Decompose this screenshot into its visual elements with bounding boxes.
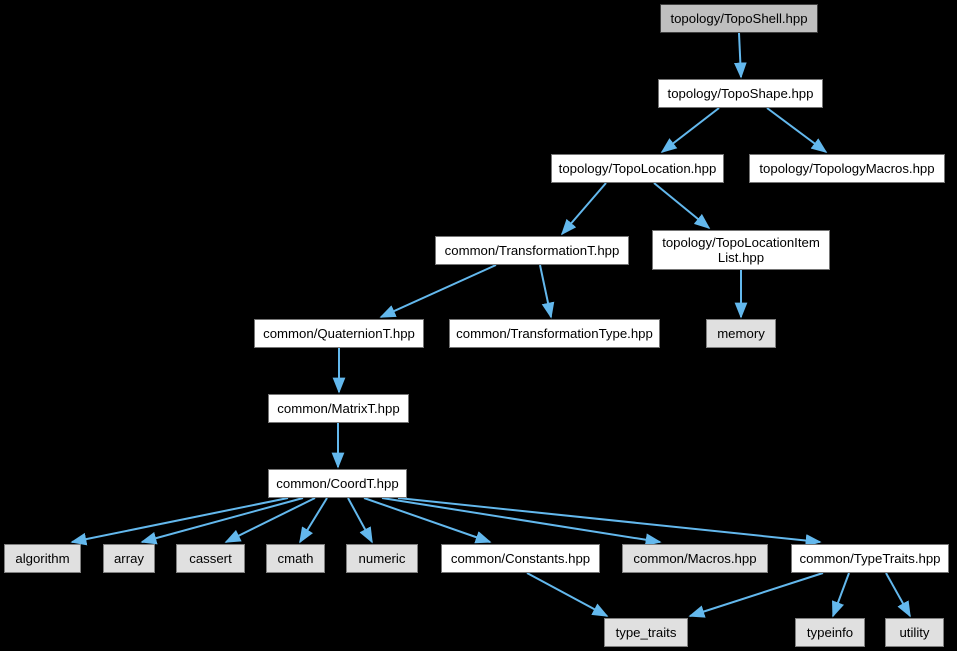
node-topolocitemlist[interactable]: topology/TopoLocationItem List.hpp: [652, 230, 830, 270]
node-label-cassert: cassert: [189, 551, 232, 566]
edge-coordt-to-typetraits_hpp: [397, 497, 822, 547]
edge-coordt-to-cmath: [299, 497, 328, 544]
edge-typetraits_hpp-to-typeinfo: [832, 572, 850, 618]
node-label-cmath: cmath: [277, 551, 314, 566]
node-label-quaterniont: common/QuaternionT.hpp: [263, 326, 415, 341]
edge-coordt-to-cassert: [224, 497, 316, 543]
node-toposhell[interactable]: topology/TopoShell.hpp: [660, 4, 818, 33]
node-coordt[interactable]: common/CoordT.hpp: [268, 469, 407, 498]
node-label-topolocitemlist: topology/TopoLocationItem List.hpp: [662, 235, 820, 265]
node-algorithm[interactable]: algorithm: [4, 544, 81, 573]
edge-typetraits_hpp-to-utility: [885, 572, 911, 618]
node-cmath[interactable]: cmath: [266, 544, 325, 573]
edge-toposhell-to-toposhape: [733, 32, 747, 79]
node-matrixt[interactable]: common/MatrixT.hpp: [268, 394, 409, 423]
node-label-typeinfo: typeinfo: [806, 625, 854, 640]
edge-coordt-to-numeric: [347, 497, 373, 544]
node-label-toposhell: topology/TopoShell.hpp: [670, 11, 808, 26]
node-label-type_traits: type_traits: [615, 625, 677, 640]
edge-coordt-to-macros: [381, 497, 662, 547]
node-typeinfo[interactable]: typeinfo: [795, 618, 865, 647]
node-label-transformationtype: common/TransformationType.hpp: [456, 326, 653, 341]
edge-coordt-to-array: [140, 497, 304, 545]
node-label-utility: utility: [899, 625, 930, 640]
node-label-toposhape: topology/TopoShape.hpp: [667, 86, 814, 101]
node-label-algorithm: algorithm: [15, 551, 70, 566]
edge-transformationt-to-transformationtype: [539, 264, 555, 319]
node-topologymacros[interactable]: topology/TopologyMacros.hpp: [749, 154, 945, 183]
edge-coordt-to-constants: [363, 497, 492, 544]
node-label-coordt: common/CoordT.hpp: [276, 476, 399, 491]
node-memory[interactable]: memory: [706, 319, 776, 348]
edge-coordt-to-algorithm: [70, 497, 289, 546]
edge-transformationt-to-quaterniont: [379, 264, 497, 318]
node-label-matrixt: common/MatrixT.hpp: [277, 401, 400, 416]
node-label-topologymacros: topology/TopologyMacros.hpp: [759, 161, 935, 176]
node-transformationtype[interactable]: common/TransformationType.hpp: [449, 319, 660, 348]
node-label-array: array: [113, 551, 145, 566]
node-label-topolocation: topology/TopoLocation.hpp: [558, 161, 717, 176]
node-label-constants: common/Constants.hpp: [450, 551, 591, 566]
node-macros[interactable]: common/Macros.hpp: [622, 544, 768, 573]
node-cassert[interactable]: cassert: [176, 544, 245, 573]
edge-typetraits_hpp-to-type_traits: [688, 572, 824, 618]
edge-constants-to-type_traits: [526, 572, 609, 617]
node-label-macros: common/Macros.hpp: [633, 551, 757, 566]
edge-toposhape-to-topolocation: [660, 107, 720, 153]
node-topolocation[interactable]: topology/TopoLocation.hpp: [551, 154, 724, 183]
node-quaterniont[interactable]: common/QuaternionT.hpp: [254, 319, 424, 348]
edge-topolocation-to-transformationt: [560, 182, 607, 236]
node-label-typetraits_hpp: common/TypeTraits.hpp: [799, 551, 941, 566]
node-typetraits_hpp[interactable]: common/TypeTraits.hpp: [791, 544, 949, 573]
node-utility[interactable]: utility: [885, 618, 944, 647]
node-label-numeric: numeric: [358, 551, 406, 566]
edge-topolocation-to-topolocitemlist: [653, 182, 711, 230]
node-toposhape[interactable]: topology/TopoShape.hpp: [658, 79, 823, 108]
node-numeric[interactable]: numeric: [346, 544, 418, 573]
node-label-transformationt: common/TransformationT.hpp: [444, 243, 620, 258]
node-label-memory: memory: [717, 326, 765, 341]
node-constants[interactable]: common/Constants.hpp: [441, 544, 600, 573]
node-type_traits[interactable]: type_traits: [604, 618, 688, 647]
edge-toposhape-to-topologymacros: [766, 107, 828, 153]
node-transformationt[interactable]: common/TransformationT.hpp: [435, 236, 629, 265]
node-array[interactable]: array: [103, 544, 155, 573]
